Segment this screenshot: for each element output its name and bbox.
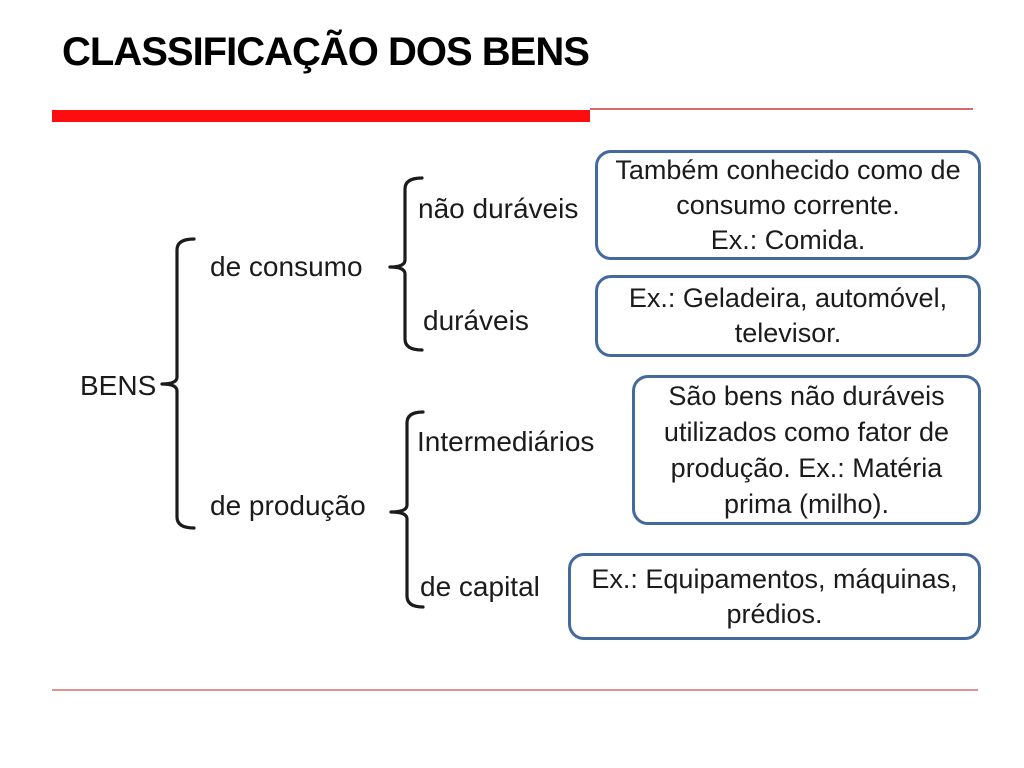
consumo-brace-icon — [388, 176, 424, 352]
callout-capital: Ex.: Equipamentos, máquinas, prédios. — [568, 553, 981, 640]
title-rule-thin — [590, 108, 973, 110]
callout-duraveis: Ex.: Geladeira, automóvel, televisor. — [595, 275, 981, 357]
tree-node-intermediarios: Intermediários — [417, 426, 595, 457]
slide-title: CLASSIFICAÇÃO DOS BENS — [62, 30, 590, 74]
tree-node-duraveis: duráveis — [423, 305, 529, 336]
callout-intermediarios: São bens não duráveis utilizados como fa… — [632, 375, 981, 525]
footer-rule — [52, 689, 978, 691]
callout-intermediarios-text: São bens não duráveis utilizados como fa… — [663, 381, 950, 519]
tree-node-nao-duraveis: não duráveis — [418, 193, 579, 224]
callout-nao-duraveis: Também conhecido como de consumo corrent… — [595, 150, 981, 260]
callout-duraveis-text: Ex.: Geladeira, automóvel, televisor. — [628, 283, 948, 348]
bens-brace-icon — [160, 237, 196, 530]
title-rule-thick — [52, 110, 590, 122]
callout-nao-duraveis-text: Também conhecido como de consumo corrent… — [615, 154, 961, 255]
tree-node-de-producao: de produção — [210, 490, 366, 521]
tree-node-de-consumo: de consumo — [210, 251, 363, 282]
tree-node-de-capital: de capital — [420, 571, 540, 602]
producao-brace-icon — [389, 410, 425, 609]
callout-capital-text: Ex.: Equipamentos, máquinas, prédios. — [591, 563, 958, 629]
tree-root-bens: BENS — [80, 370, 157, 401]
